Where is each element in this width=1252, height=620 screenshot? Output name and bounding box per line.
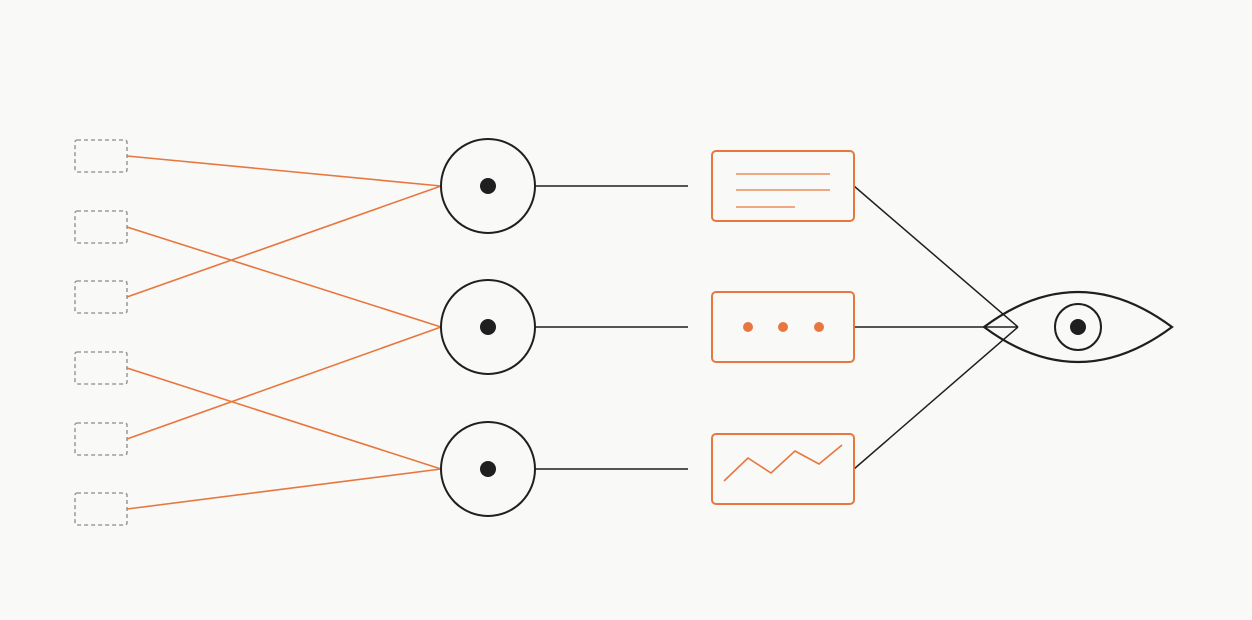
card-frame: [711, 150, 855, 222]
output-card: [711, 150, 855, 222]
node-ring: [440, 138, 536, 234]
dot: [814, 322, 824, 332]
source-link: [126, 185, 442, 298]
output-card: [711, 433, 855, 505]
placeholder-box: [74, 351, 128, 385]
node-dot: [480, 178, 496, 194]
target-circle-icon: [440, 138, 536, 234]
target-circle-icon: [440, 421, 536, 517]
eye-icon: [982, 291, 1174, 363]
dots-icon: [743, 322, 824, 332]
placeholder-box: [74, 280, 128, 314]
node-dot: [480, 461, 496, 477]
line-chart-icon: [723, 444, 843, 482]
source-links: [126, 155, 442, 510]
source-link: [126, 155, 442, 187]
card-eye-link: [853, 326, 1019, 470]
placeholder-box: [74, 492, 128, 526]
target-circle-icon: [440, 279, 536, 375]
dot: [743, 322, 753, 332]
output-cards: [711, 150, 855, 505]
source-boxes: [74, 139, 128, 526]
output-card: [711, 291, 855, 363]
source-link: [126, 226, 442, 328]
placeholder-box: [74, 422, 128, 456]
eye-pupil: [1070, 319, 1086, 335]
card-eye-link: [853, 185, 1019, 328]
node-ring: [440, 279, 536, 375]
text-lines-icon: [736, 173, 830, 208]
eye-iris: [1054, 303, 1102, 351]
dot: [778, 322, 788, 332]
chart-line: [723, 444, 843, 482]
source-link: [126, 326, 442, 440]
card-frame: [711, 291, 855, 363]
source-link: [126, 468, 442, 510]
eye-outline: [982, 291, 1174, 363]
node-ring: [440, 421, 536, 517]
source-link: [126, 367, 442, 470]
placeholder-box: [74, 139, 128, 173]
card-to-eye-links: [853, 185, 1019, 470]
node-dot: [480, 319, 496, 335]
placeholder-box: [74, 210, 128, 244]
processing-nodes: [440, 138, 536, 517]
card-frame: [711, 433, 855, 505]
node-to-card-links: [535, 185, 688, 470]
viewer: [982, 291, 1174, 363]
